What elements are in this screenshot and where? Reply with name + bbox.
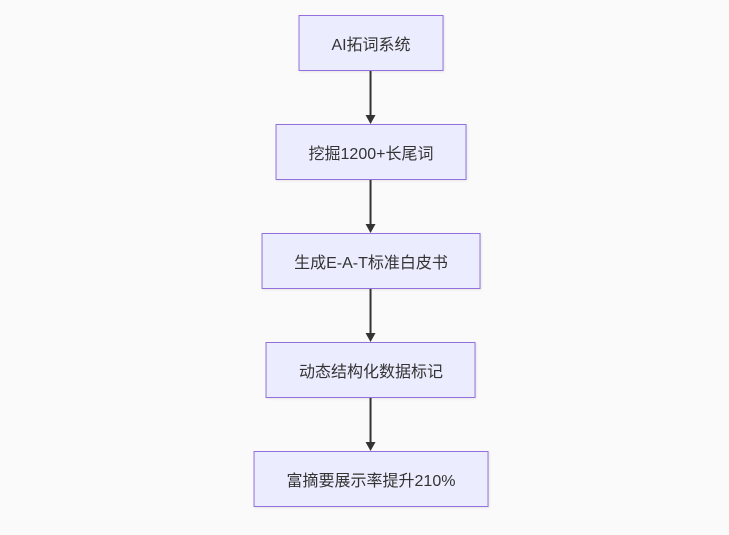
flow-node-structured-data-markup: 动态结构化数据标记	[265, 342, 476, 398]
flow-arrow	[366, 398, 376, 451]
arrow-line	[370, 180, 372, 224]
arrow-head-icon	[366, 115, 376, 124]
arrow-line	[370, 398, 372, 442]
arrow-head-icon	[366, 224, 376, 233]
arrow-head-icon	[366, 442, 376, 451]
flow-node-ai-keyword-system: AI拓词系统	[298, 15, 444, 71]
arrow-line	[370, 71, 372, 115]
flow-arrow	[366, 289, 376, 342]
flowchart: AI拓词系统 挖掘1200+长尾词 生成E-A-T标准白皮书 动态结构化数据标记…	[253, 15, 489, 507]
flow-arrow	[366, 180, 376, 233]
flow-node-rich-snippet-lift: 富摘要展示率提升210%	[253, 451, 489, 507]
flow-arrow	[366, 71, 376, 124]
flow-node-eat-whitepaper: 生成E-A-T标准白皮书	[261, 233, 481, 289]
arrow-head-icon	[366, 333, 376, 342]
arrow-line	[370, 289, 372, 333]
flow-node-longtail-mining: 挖掘1200+长尾词	[275, 124, 467, 180]
